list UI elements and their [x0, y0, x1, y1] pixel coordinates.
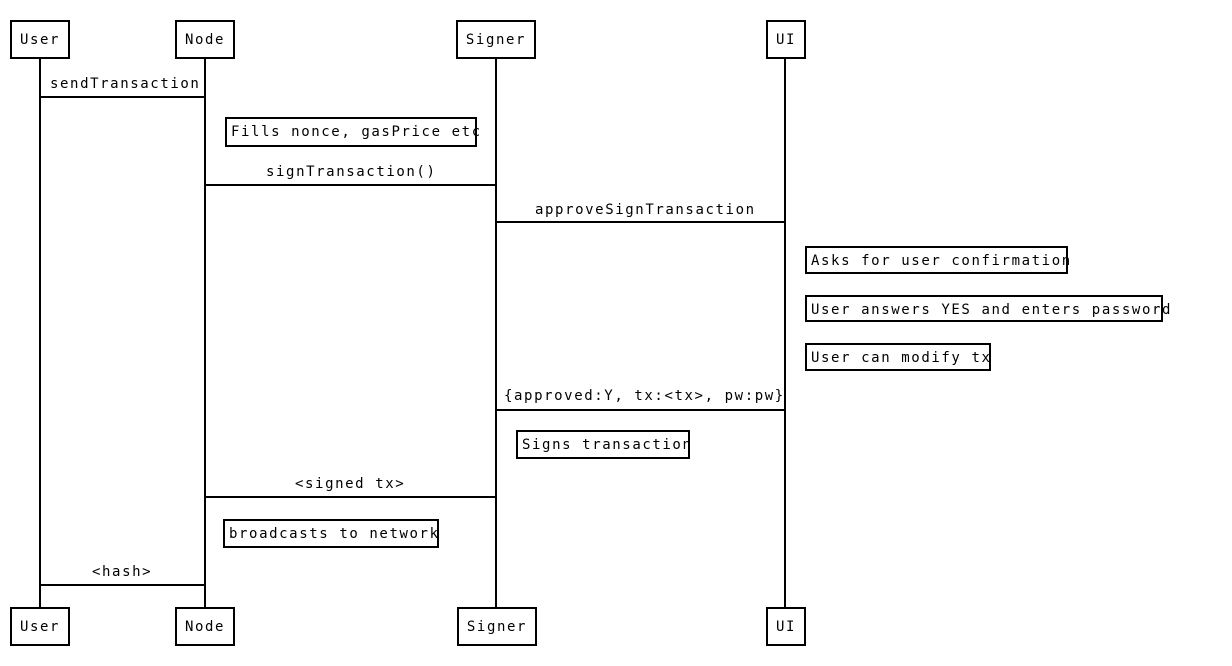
actor-label-node: Node — [184, 31, 226, 48]
actor-label-ui-bottom: UI — [775, 618, 797, 635]
actor-box-node-top: Node — [175, 20, 235, 59]
message-line-signtransaction — [205, 184, 496, 186]
actor-box-signer-top: Signer — [456, 20, 536, 59]
actor-label-signer: Signer — [465, 31, 527, 48]
actor-label-node-bottom: Node — [184, 618, 226, 635]
note-signs-transaction: Signs transaction — [516, 430, 691, 459]
note-asks-confirmation: Asks for user confirmation — [805, 246, 1070, 274]
message-label-hash: <hash> — [92, 564, 153, 580]
actor-box-ui-top: UI — [766, 20, 806, 59]
message-label-sendtransaction: sendTransaction — [50, 76, 201, 92]
lifeline-signer — [495, 59, 497, 607]
actor-label-ui: UI — [775, 31, 797, 48]
message-label-approved-reply: {approved:Y, tx:<tx>, pw:pw} — [504, 388, 785, 404]
message-line-hash — [40, 584, 205, 586]
message-label-approvesigntransaction: approveSignTransaction — [535, 202, 756, 218]
message-line-sendtransaction — [40, 96, 205, 98]
message-line-signed-tx — [205, 496, 496, 498]
note-broadcasts: broadcasts to network — [223, 519, 439, 548]
lifeline-node — [204, 59, 206, 607]
actor-label-user-bottom: User — [19, 618, 61, 635]
lifeline-user — [39, 59, 41, 607]
actor-box-node-bottom: Node — [175, 607, 235, 646]
message-line-approvesigntransaction — [496, 221, 785, 223]
message-line-approved-reply — [496, 409, 785, 411]
message-label-signtransaction: signTransaction() — [266, 164, 437, 180]
actor-box-ui-bottom: UI — [766, 607, 806, 646]
actor-box-user-bottom: User — [10, 607, 70, 646]
message-label-signed-tx: <signed tx> — [295, 476, 406, 492]
actor-box-signer-bottom: Signer — [457, 607, 537, 646]
actor-box-user-top: User — [10, 20, 70, 59]
note-fills-nonce: Fills nonce, gasPrice etc — [225, 117, 480, 147]
actor-label-signer-bottom: Signer — [466, 618, 528, 635]
lifeline-ui — [784, 59, 786, 607]
note-user-answers-yes: User answers YES and enters password — [805, 295, 1170, 322]
note-user-can-modify: User can modify tx — [805, 343, 991, 371]
actor-label-user: User — [19, 31, 61, 48]
